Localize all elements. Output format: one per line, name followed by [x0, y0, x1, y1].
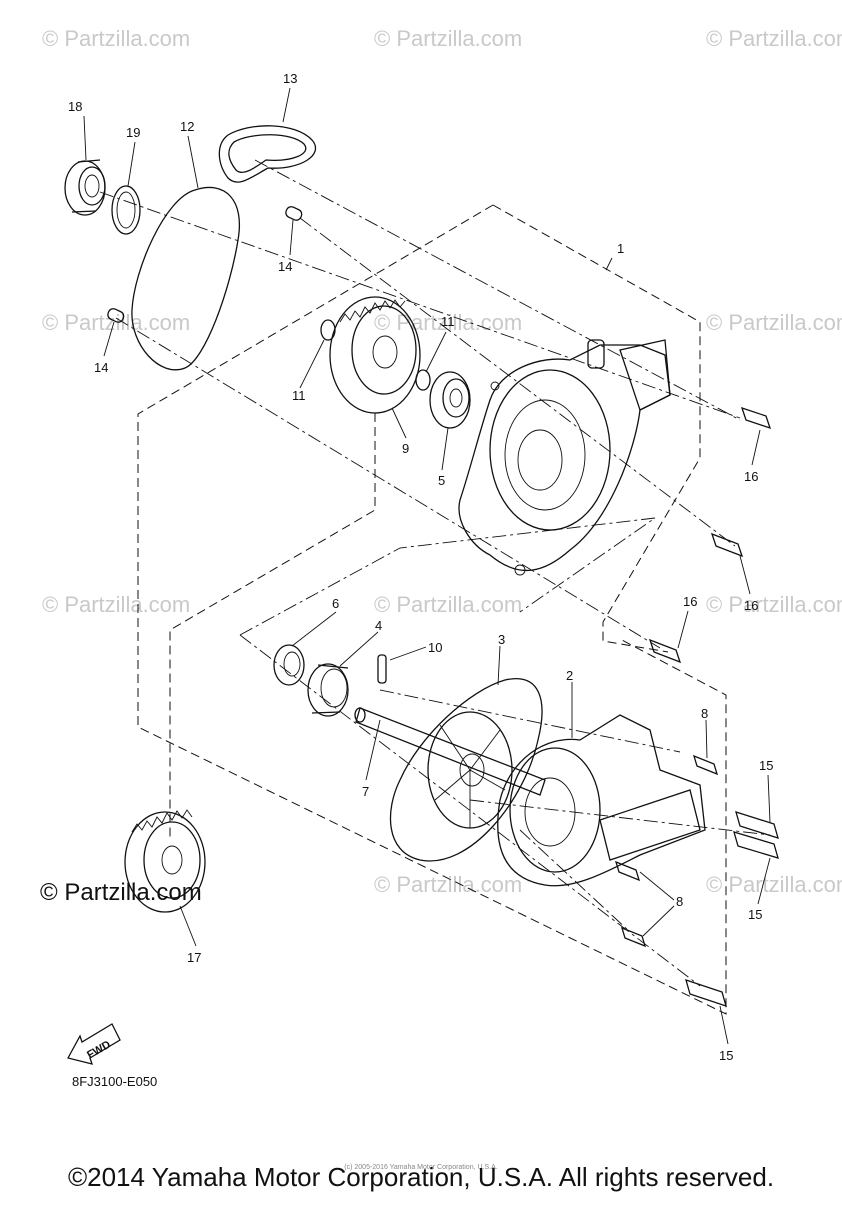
watermark: © Partzilla.com — [42, 310, 190, 335]
diagram-code: 8FJ3100-E050 — [72, 1074, 157, 1089]
axis-line — [254, 159, 741, 421]
callout-19: 19 — [126, 125, 140, 140]
callout-10: 10 — [428, 640, 442, 655]
part-8-bolts — [614, 754, 719, 948]
copyright-footer: ©2014 Yamaha Motor Corporation, U.S.A. A… — [67, 1162, 775, 1192]
axis-line — [379, 689, 681, 753]
callout-11a: 11 — [292, 388, 306, 403]
watermark: © Partzilla.com — [706, 26, 842, 51]
leader-lines — [83, 87, 771, 1045]
part-10-pin — [377, 654, 387, 684]
watermark: © Partzilla.com — [42, 592, 190, 617]
watermark-main: © Partzilla.com — [40, 879, 202, 906]
main-assembly-boundary — [137, 204, 727, 1015]
watermark: © Partzilla.com — [706, 310, 842, 335]
callout-5: 5 — [438, 473, 445, 488]
callout-12: 12 — [180, 119, 194, 134]
part-2-pump-housing — [497, 714, 706, 887]
callout-3: 3 — [498, 632, 505, 647]
fwd-arrow: FWD — [67, 1023, 121, 1065]
part-3-o-ring — [389, 678, 543, 862]
callout-14a: 14 — [278, 259, 292, 274]
callout-17: 17 — [187, 950, 201, 965]
part-16-bolts — [648, 406, 772, 664]
callout-18: 18 — [68, 99, 82, 114]
callout-1: 1 — [617, 241, 624, 256]
watermark: © Partzilla.com — [42, 26, 190, 51]
callout-14b: 14 — [94, 360, 108, 375]
watermarks: © Partzilla.com © Partzilla.com © Partzi… — [40, 26, 842, 906]
watermark: © Partzilla.com — [374, 310, 522, 335]
callout-8b: 8 — [676, 894, 683, 909]
gear-link-boundary — [169, 413, 376, 838]
callout-16c: 16 — [683, 594, 697, 609]
callout-8a: 8 — [701, 706, 708, 721]
assembly-boundaries — [137, 204, 727, 1015]
tiny-copyright-note: (c) 2005-2016 Yamaha Motor Corporation, … — [344, 1164, 498, 1171]
part-15-bolts — [685, 811, 779, 1008]
callouts: 1 2 3 4 5 6 7 8 8 9 10 11 11 12 13 14 14… — [68, 71, 773, 1063]
watermark: © Partzilla.com — [374, 592, 522, 617]
part-13-gasket — [218, 125, 317, 183]
axis-line — [469, 799, 771, 836]
watermark: © Partzilla.com — [706, 592, 842, 617]
watermark: © Partzilla.com — [374, 872, 522, 897]
part-6-seal — [273, 644, 305, 686]
watermark: © Partzilla.com — [374, 26, 522, 51]
callout-9: 9 — [402, 441, 409, 456]
part-12-o-ring — [131, 186, 240, 371]
axis-line — [519, 829, 631, 933]
part-9-gear — [329, 296, 421, 414]
callout-7: 7 — [362, 784, 369, 799]
callout-16b: 16 — [744, 598, 758, 613]
axis-lines — [99, 159, 771, 987]
part-1-cover — [458, 339, 671, 576]
impeller — [427, 711, 513, 829]
callout-11b: 11 — [441, 314, 455, 329]
part-5-bearing — [429, 371, 471, 429]
callout-13: 13 — [283, 71, 297, 86]
callout-15b: 15 — [748, 907, 762, 922]
part-17-gear — [124, 809, 206, 913]
callout-15c: 15 — [719, 1048, 733, 1063]
part-7-shaft — [354, 707, 546, 796]
axis-line — [99, 191, 741, 419]
callout-4: 4 — [375, 618, 382, 633]
part-4-seal — [307, 663, 349, 717]
part-19-circlip — [111, 185, 141, 235]
fwd-label: FWD — [85, 1039, 113, 1062]
callout-2: 2 — [566, 668, 573, 683]
callout-15a: 15 — [759, 758, 773, 773]
callout-16a: 16 — [744, 469, 758, 484]
axis-line — [115, 317, 661, 649]
part-18-bearing — [64, 159, 106, 216]
axis-line — [239, 517, 656, 636]
callout-6: 6 — [332, 596, 339, 611]
axis-line — [239, 634, 701, 987]
axis-line — [299, 217, 736, 547]
cover-assembly-boundary — [492, 204, 701, 653]
part-14-dowel-pins — [107, 206, 303, 323]
watermark: © Partzilla.com — [706, 872, 842, 897]
